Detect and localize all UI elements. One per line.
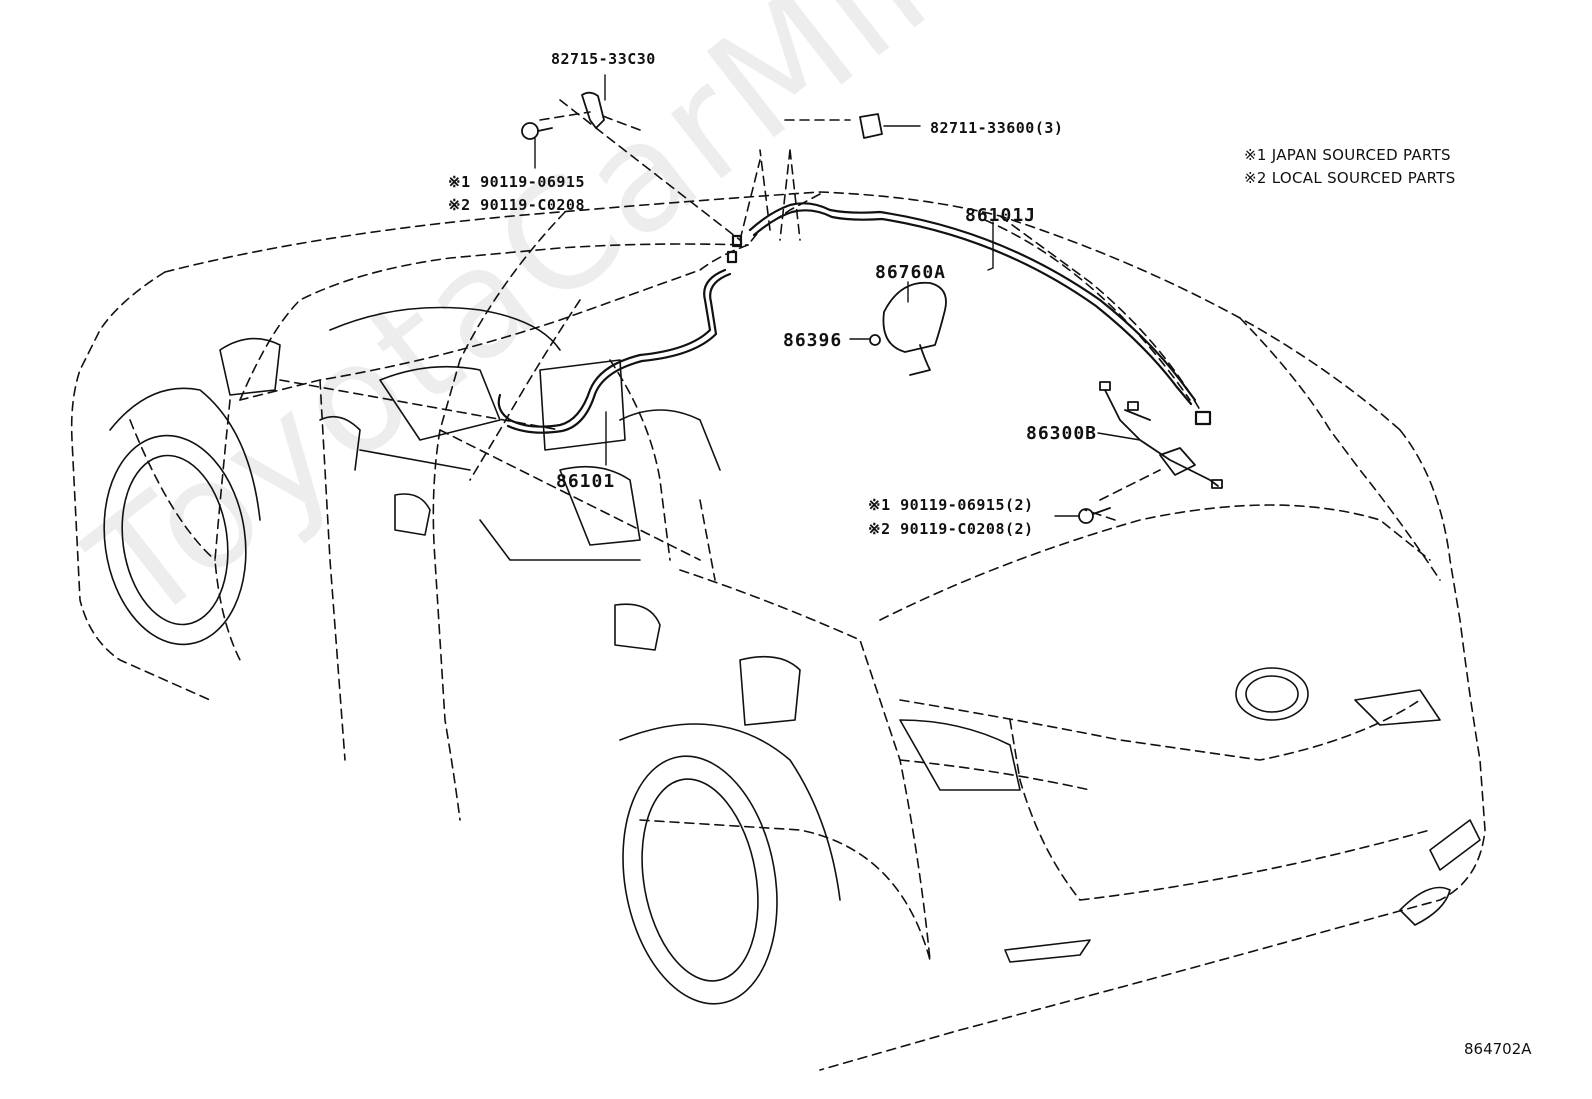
part-label-clamp: 82711-33600(3) xyxy=(930,119,1064,137)
part-label-antenna: 86760A xyxy=(875,262,947,283)
part-label-rear-bolt-japan: ※1 90119-06915(2) xyxy=(868,496,1034,514)
leader-lines xyxy=(534,74,1141,517)
part-label-main-cord: 86101 xyxy=(556,471,616,492)
part-label-clip: 82715-33C30 xyxy=(551,50,656,68)
roof-antenna-cord xyxy=(726,202,1212,426)
illustration-number: 864702A xyxy=(1464,1040,1532,1058)
car-solid-details xyxy=(103,306,1481,1005)
antenna-shape xyxy=(882,281,947,376)
small-parts xyxy=(521,91,1111,524)
part-label-bolt-japan: ※1 90119-06915 xyxy=(448,173,585,191)
amplifier-shape xyxy=(1099,381,1223,489)
part-label-amplifier: 86300B xyxy=(1026,423,1098,444)
part-label-roof-cord: 86101J xyxy=(965,205,1037,226)
part-label-rear-bolt-local: ※2 90119-C0208(2) xyxy=(868,520,1034,538)
car-body-outline xyxy=(70,99,1486,1071)
note-local-sourced: ※2 LOCAL SOURCED PARTS xyxy=(1244,169,1456,187)
part-label-nut: 86396 xyxy=(783,330,843,351)
note-japan-sourced: ※1 JAPAN SOURCED PARTS xyxy=(1244,146,1451,164)
part-label-bolt-local: ※2 90119-C0208 xyxy=(448,196,585,214)
main-antenna-cord xyxy=(497,268,732,434)
